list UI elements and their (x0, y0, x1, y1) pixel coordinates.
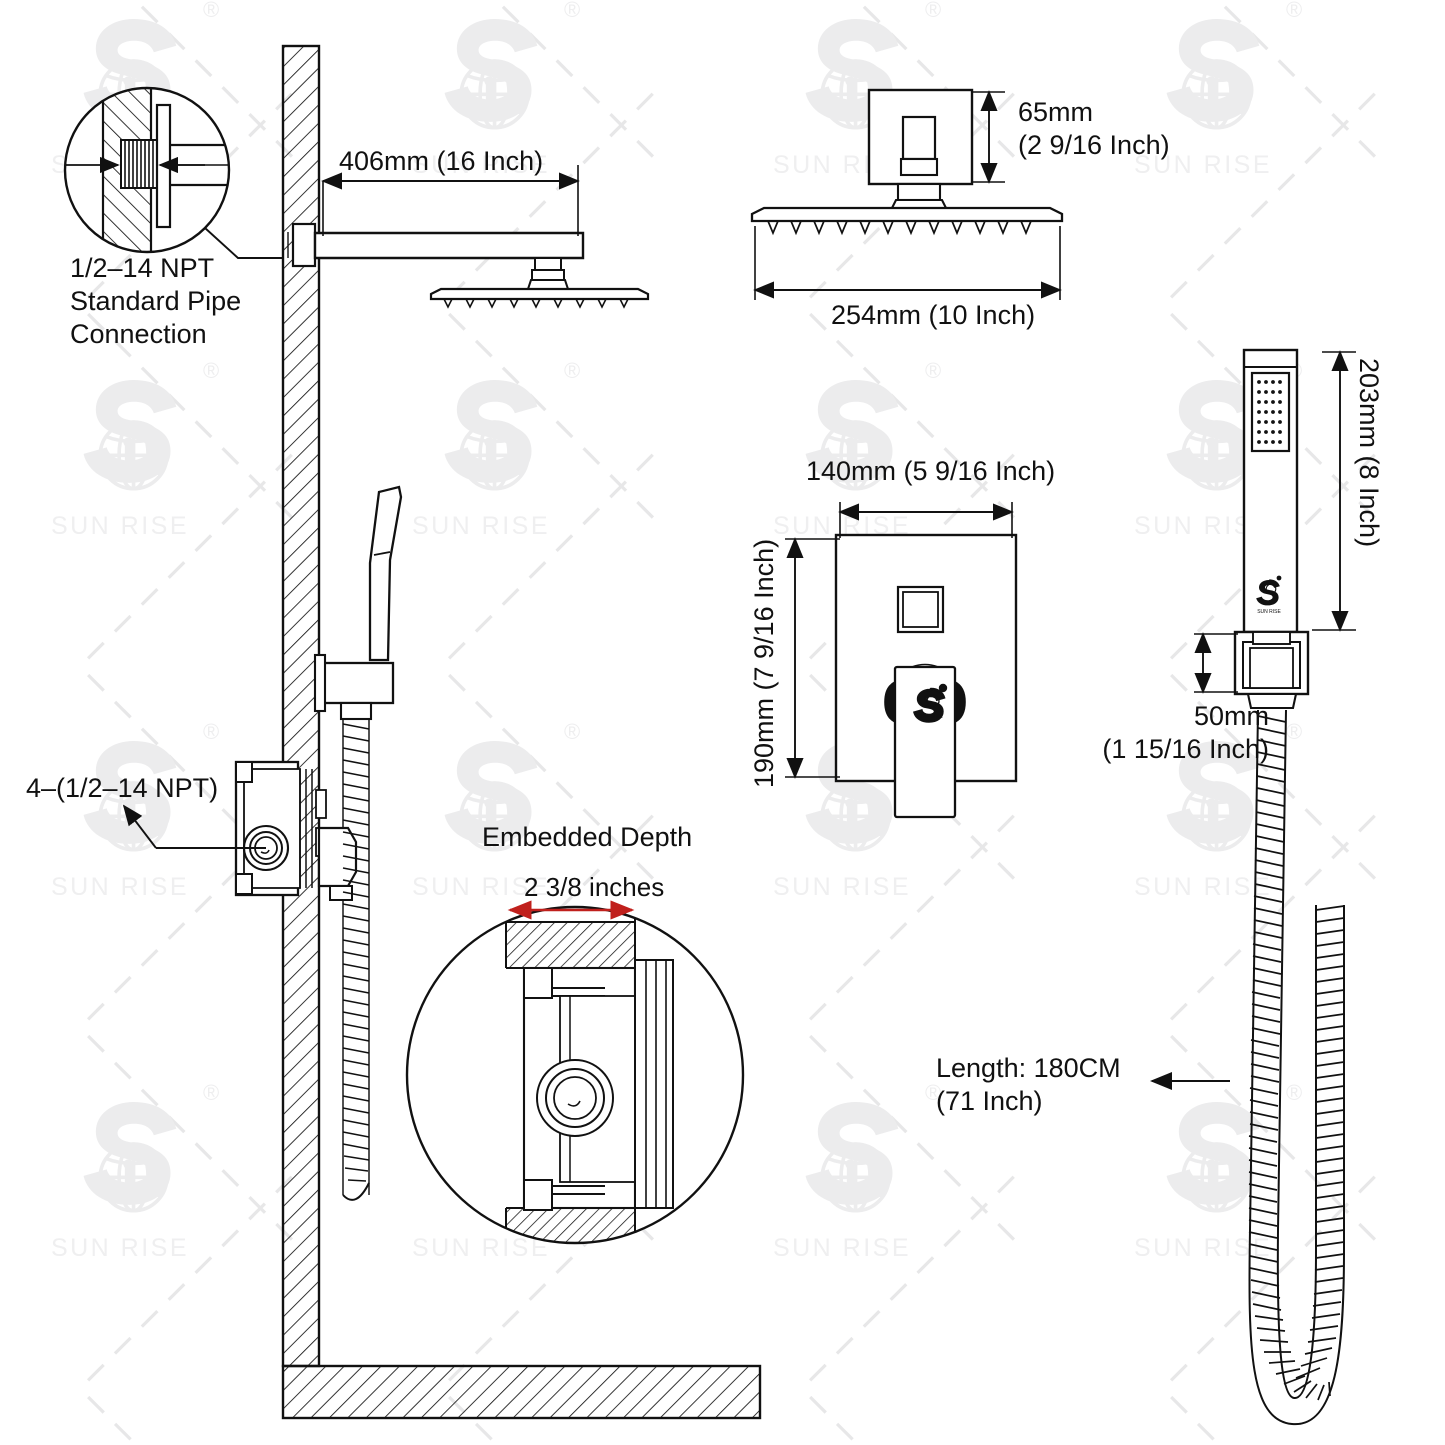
wall-hand-shower (313, 485, 403, 1195)
npt-detail-circle (63, 86, 283, 259)
label-embedded-depth-title: Embedded Depth (482, 822, 693, 852)
handle-brand-logo: SUN RISE (913, 683, 948, 723)
valve-trim-plate: SUN RISE (785, 502, 1018, 819)
label-arm-length: 406mm (16 Inch) (339, 146, 544, 176)
svg-text:SUN RISE: SUN RISE (917, 714, 943, 720)
label-ports: 4–(1/2–14 NPT) (26, 773, 219, 803)
dim-arm-length (321, 165, 580, 236)
leader-ports (122, 804, 266, 849)
label-embedded-depth-value: 2 3/8 inches (524, 872, 665, 902)
label-valve-width: 140mm (5 9/16 Inch) (806, 456, 1056, 486)
mixing-valve-body (234, 760, 358, 901)
wall-hose (342, 719, 370, 1195)
label-holder-size: 50mm (1 15/16 Inch) (1102, 701, 1269, 764)
wand-brand-logo: SUN RISE (1256, 575, 1281, 615)
label-npt-connection: 1/2–14 NPT Standard Pipe Connection (70, 253, 242, 349)
label-valve-height: 190mm (7 9/16 Inch) (749, 538, 779, 788)
label-head-thickness: 65mm (2 9/16 Inch) (1018, 97, 1170, 160)
svg-text:SUN RISE: SUN RISE (1257, 609, 1281, 615)
handheld-shower-assembly: SUN RISE (1194, 348, 1356, 710)
label-head-width: 254mm (10 Inch) (831, 300, 1036, 330)
embedded-depth-detail (405, 900, 745, 1245)
label-hose-length: Length: 180CM (71 Inch) (936, 1053, 1121, 1116)
label-wand-length: 203mm (8 Inch) (1354, 358, 1384, 548)
overhead-shower-detail (750, 88, 1064, 300)
shower-arm-assembly (282, 222, 650, 309)
